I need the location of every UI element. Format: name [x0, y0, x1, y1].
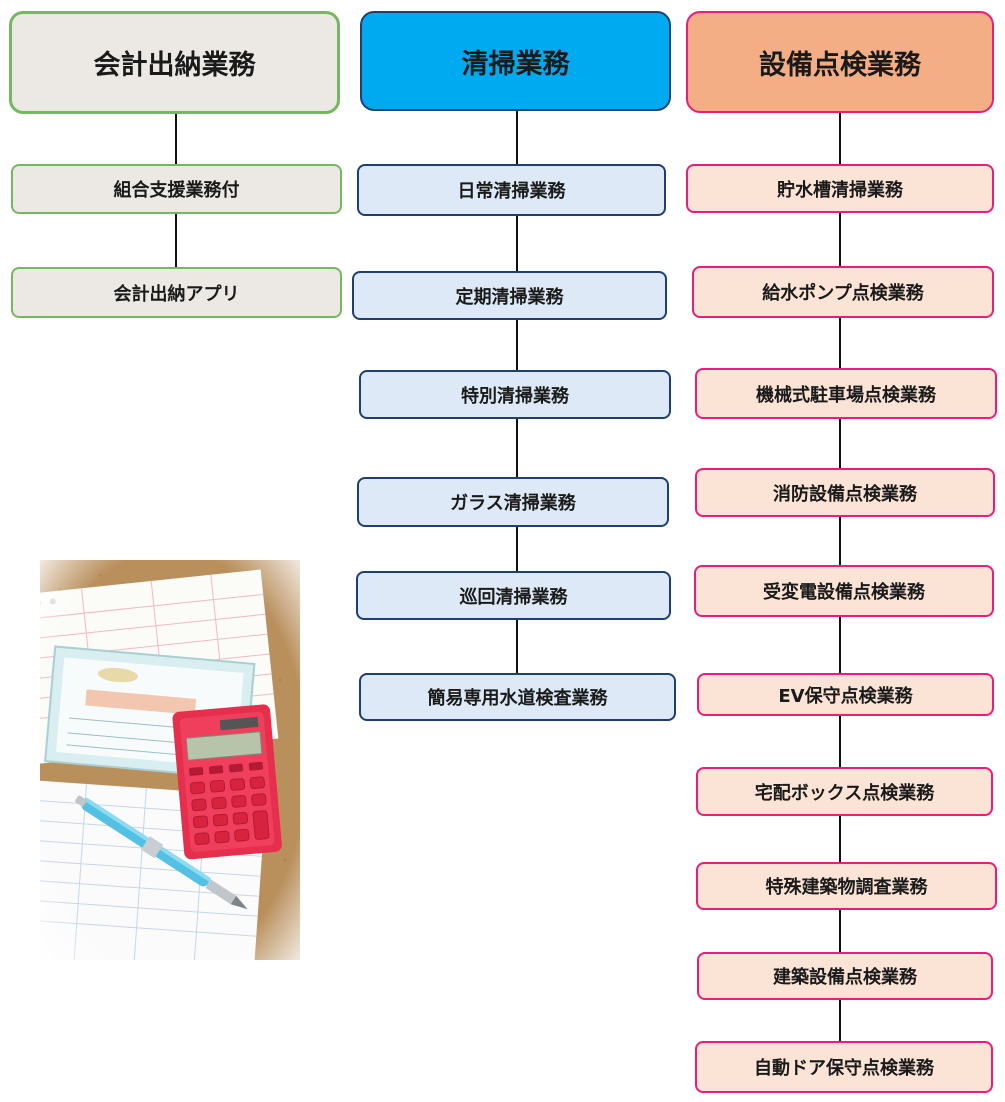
- cleaning-item: 巡回清掃業務: [356, 571, 671, 620]
- accounting-item: 会計出納アプリ: [11, 267, 342, 318]
- equipment-header: 設備点検業務: [686, 11, 994, 113]
- connector-line: [839, 1000, 841, 1041]
- connector-line: [839, 910, 841, 952]
- connector-line: [175, 214, 177, 267]
- cleaning-item: 特別清掃業務: [359, 370, 671, 419]
- connector-line: [516, 320, 518, 370]
- cleaning-header: 清掃業務: [360, 11, 671, 111]
- equipment-item: 受変電設備点検業務: [694, 565, 994, 617]
- calculator-photo: [40, 560, 300, 960]
- equipment-item: 宅配ボックス点検業務: [696, 767, 993, 816]
- equipment-item: 建築設備点検業務: [697, 952, 993, 1000]
- accounting-header: 会計出納業務: [9, 11, 340, 114]
- connector-line: [516, 111, 518, 164]
- equipment-item: 特殊建築物調査業務: [696, 862, 997, 910]
- connector-line: [839, 716, 841, 767]
- equipment-item: 給水ポンプ点検業務: [692, 266, 994, 318]
- connector-line: [516, 419, 518, 477]
- equipment-item: 貯水槽清掃業務: [686, 164, 994, 213]
- connector-line: [516, 527, 518, 571]
- connector-line: [516, 216, 518, 271]
- cleaning-item: 定期清掃業務: [352, 271, 667, 320]
- equipment-item: 消防設備点検業務: [695, 468, 995, 517]
- connector-line: [839, 617, 841, 673]
- accounting-item: 組合支援業務付: [11, 164, 342, 214]
- connector-line: [175, 114, 177, 164]
- connector-line: [839, 318, 841, 368]
- connector-line: [516, 620, 518, 673]
- connector-line: [839, 816, 841, 862]
- equipment-item: EV保守点検業務: [697, 673, 994, 716]
- cleaning-item: ガラス清掃業務: [357, 477, 669, 527]
- connector-line: [839, 113, 841, 164]
- connector-line: [839, 419, 841, 468]
- connector-line: [839, 517, 841, 565]
- cleaning-item: 日常清掃業務: [357, 164, 666, 216]
- equipment-item: 自動ドア保守点検業務: [695, 1041, 993, 1093]
- equipment-item: 機械式駐車場点検業務: [695, 368, 997, 419]
- connector-line: [839, 213, 841, 266]
- cleaning-item: 簡易専用水道検査業務: [359, 673, 676, 721]
